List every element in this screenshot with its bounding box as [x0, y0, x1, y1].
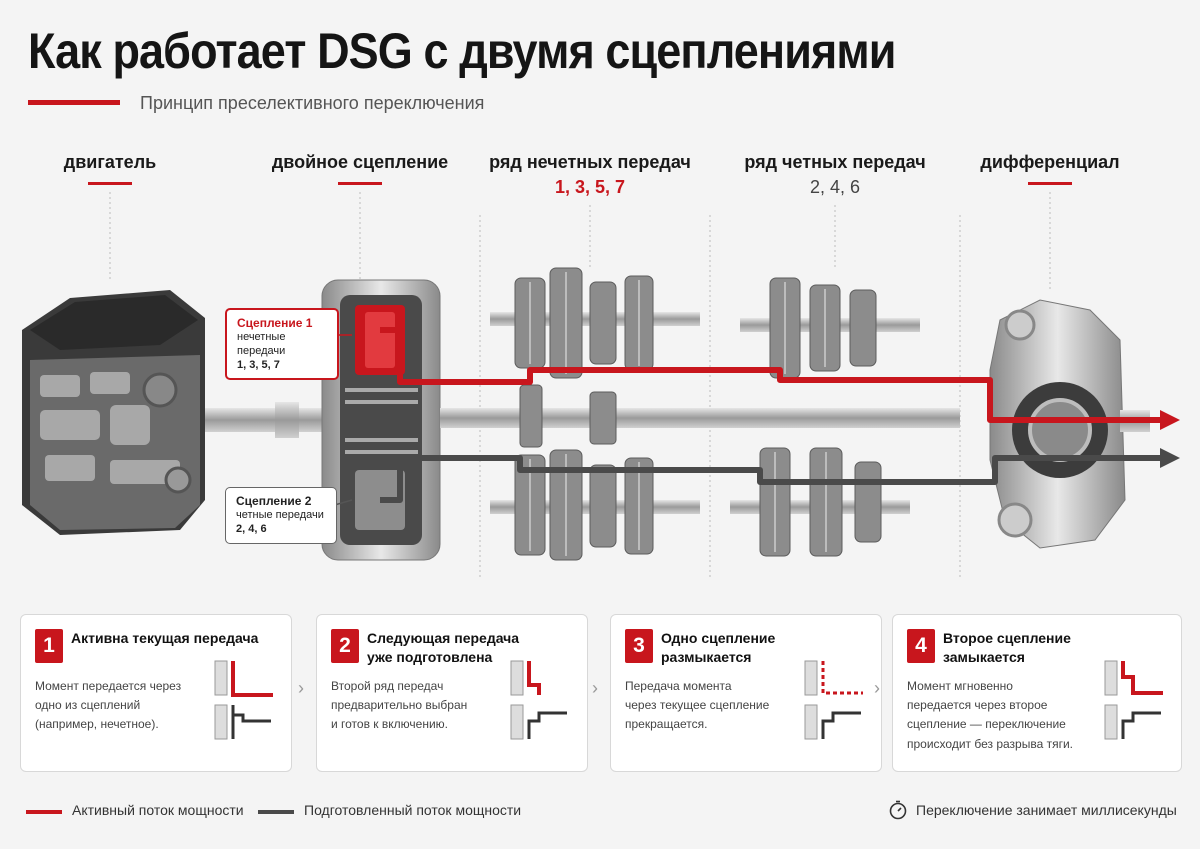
clutch2-label: четные передачи	[236, 509, 324, 521]
step-4-clutch-icon	[1104, 660, 1163, 740]
engine-heading-bar	[88, 182, 132, 185]
step-title: Одно сцепление размыкается	[661, 630, 776, 665]
clutch2-title: Сцепление 2	[236, 494, 312, 508]
step-title: Следующая передача уже подготовлена	[367, 630, 520, 665]
transmission-diagram	[22, 192, 1180, 580]
prepared-power-flow	[380, 455, 1165, 503]
step-card-3: 3 Одно сцепление размыкается Передача мо…	[610, 614, 882, 772]
clutch1-value: 1, 3, 5, 7	[237, 358, 280, 371]
page-subtitle: Принцип преселективного переключения	[140, 93, 485, 113]
even-gears-list: 2, 4, 6	[809, 177, 861, 197]
legend-timing-label: Переключение занимает миллисекунды	[916, 802, 1177, 818]
legend-active-label: Активный поток мощности	[72, 802, 244, 818]
clutch2-callout: Сцепление 2 четные передачи 2, 4, 6	[225, 487, 337, 544]
step-number: 3	[625, 629, 653, 663]
step-description: Передача момента через текущее сцепление…	[625, 679, 770, 732]
main-shaft	[440, 408, 960, 428]
step-description: Второй ряд передач предварительно выбран…	[331, 679, 468, 732]
prepared-flow-arrowhead	[1160, 448, 1180, 468]
clutch1-label: нечетные передачи	[237, 331, 286, 357]
odd-gears-heading: ряд нечетных передач	[489, 152, 691, 172]
odd-gears-list: 1, 3, 5, 7	[554, 177, 626, 197]
clutch1-title: Сцепление 1	[237, 316, 313, 330]
clutch-heading-bar	[338, 182, 382, 185]
active-flow-arrowhead	[1160, 410, 1180, 430]
step-3-clutch-icon	[804, 660, 863, 740]
input-shaft	[205, 408, 325, 432]
step-card-2: 2 Следующая передача уже подготовлена Вт…	[316, 614, 588, 772]
step-arrow-1: ›	[298, 678, 304, 698]
clutch2-value: 2, 4, 6	[236, 522, 267, 535]
active-power-flow	[380, 327, 1165, 423]
step-number: 2	[331, 629, 359, 663]
even-gears-heading: ряд четных передач	[744, 152, 926, 172]
step-title: Второе сцепление замыкается	[943, 630, 1071, 665]
step-2-clutch-icon	[510, 660, 567, 740]
step-title: Активна текущая передача	[71, 630, 259, 646]
title-accent-bar	[28, 100, 120, 105]
dual-clutch-illustration	[321, 279, 441, 561]
step-card-4: 4 Второе сцепление замыкается Момент мгн…	[892, 614, 1182, 772]
engine-illustration	[22, 290, 205, 535]
stopwatch-icon	[889, 800, 907, 820]
diff-heading: дифференциал	[980, 152, 1120, 172]
page-title: Как работает DSG с двумя сцеплениями	[28, 23, 896, 79]
legend-prepared-swatch	[258, 810, 294, 814]
legend-prepared-label: Подготовленный поток мощности	[304, 802, 522, 818]
step-arrow-3: ›	[874, 678, 880, 698]
legend-active-swatch	[26, 810, 62, 814]
clutch-heading: двойное сцепление	[271, 152, 449, 172]
step-description: Момент передается через одно из сцеплени…	[35, 679, 182, 732]
engine-heading: двигатель	[63, 152, 157, 172]
diff-heading-bar	[1028, 182, 1072, 185]
step-card-1: 1 Активна текущая передача Момент переда…	[20, 614, 292, 772]
step-number: 1	[35, 629, 63, 663]
step-description: Момент мгновенно передается через второе…	[907, 679, 1074, 751]
step-1-clutch-icon	[214, 660, 273, 740]
step-number: 4	[907, 629, 935, 663]
differential-illustration	[989, 299, 1150, 549]
clutch1-callout: Сцепление 1 нечетные передачи 1, 3, 5, 7	[225, 308, 339, 381]
step-arrow-2: ›	[592, 678, 598, 698]
